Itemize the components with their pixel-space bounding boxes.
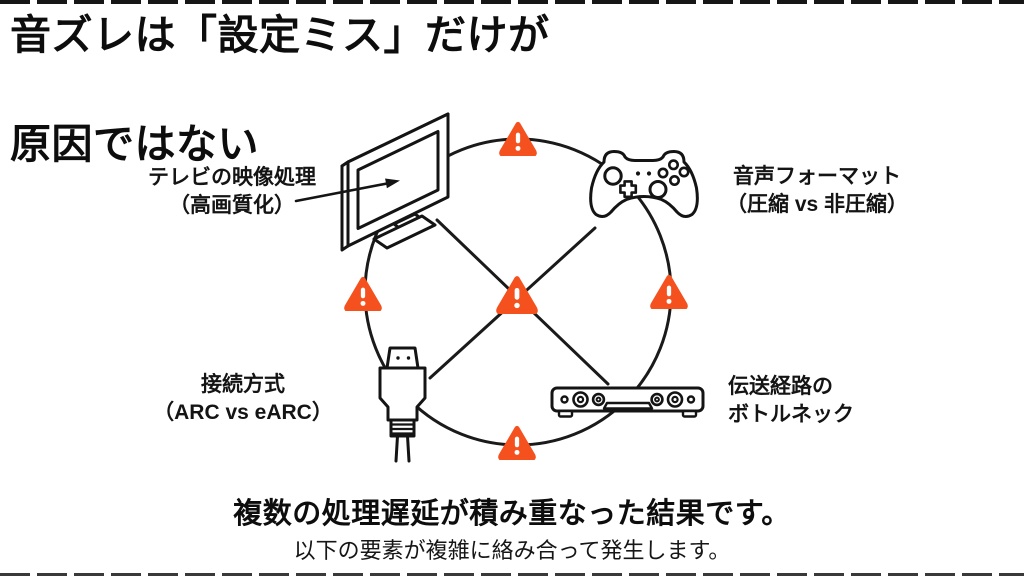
soundbar-label-line-1: 伝送経路の [728, 375, 833, 398]
title-line-2: 原因ではない [10, 121, 259, 168]
tv-label-line-2: （高画質化） [169, 193, 295, 217]
game-controller-icon [589, 150, 699, 218]
title-line-1: 音ズレは「設定ミス」だけが [10, 12, 550, 58]
hdmi-label: 接続方式 （ARC vs eARC） [148, 371, 338, 426]
controller-label-line-2: （圧縮 vs 非圧縮） [725, 192, 909, 216]
warning-triangle-icon [347, 279, 380, 309]
hdmi-label-line-1: 接続方式 [201, 373, 285, 396]
hdmi-plug-icon [378, 346, 427, 463]
soundbar-icon [550, 386, 705, 418]
bottom-edge-artifact [0, 573, 1024, 576]
warning-triangle-icon [501, 428, 534, 458]
footer-headline: 複数の処理遅延が積み重なった結果です。 [233, 498, 791, 530]
tv-label-line-1: テレビの映像処理 [148, 166, 316, 189]
soundbar-label: 伝送経路の ボトルネック [728, 373, 898, 428]
warning-triangle-icon [502, 124, 535, 154]
arrow-to-tv [294, 178, 400, 203]
footer-subtext: 以下の要素が複雑に絡み合って発生します。 [293, 538, 731, 563]
tv-label: テレビの映像処理 （高画質化） [128, 164, 336, 219]
controller-label: 音声フォーマット （圧縮 vs 非圧縮） [712, 163, 922, 218]
controller-label-line-1: 音声フォーマット [733, 165, 901, 188]
top-edge-artifact [0, 0, 1024, 4]
page-title: 音ズレは「設定ミス」だけが 原因ではない [10, 8, 550, 172]
tv-icon [340, 112, 450, 252]
soundbar-label-line-2: ボトルネック [728, 402, 854, 426]
warning-triangle-icon [653, 277, 686, 307]
hdmi-label-line-2: （ARC vs eARC） [153, 400, 333, 424]
